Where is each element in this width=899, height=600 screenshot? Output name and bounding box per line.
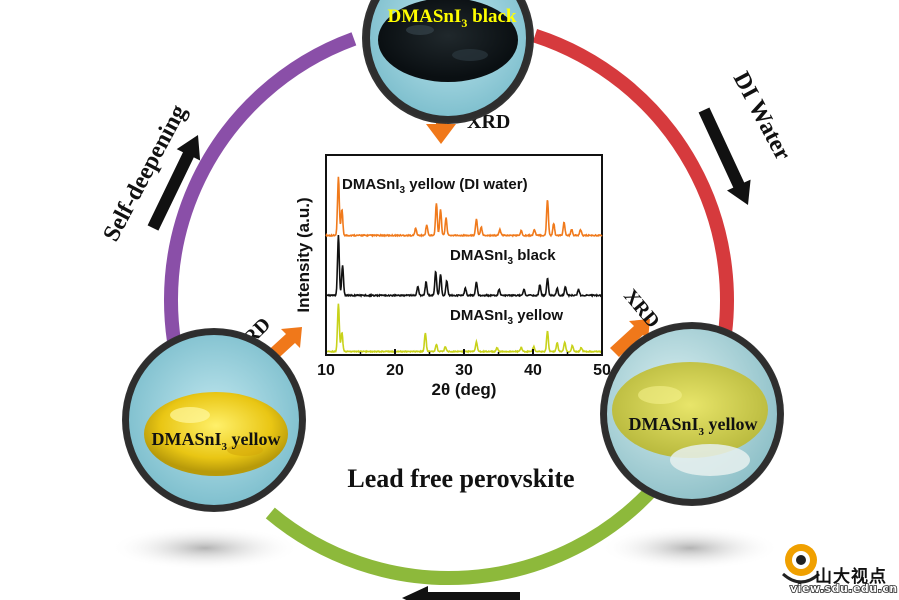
chart-frame bbox=[325, 154, 603, 356]
sample-label-right: DMASnI3 yellow bbox=[628, 414, 757, 438]
x-tick-label: 50 bbox=[593, 362, 611, 379]
sample-circle-top-black: DMASnI3 black bbox=[362, 0, 534, 124]
logo-url: view.sdu.edu.cn bbox=[789, 581, 898, 596]
yellow-wet-powder-image bbox=[612, 362, 768, 458]
step-arrow-bottom bbox=[402, 586, 520, 600]
x-tick-label: 30 bbox=[455, 362, 473, 379]
chart-y-axis-label: Intensity (a.u.) bbox=[294, 197, 313, 312]
ring-arc-green bbox=[265, 481, 661, 586]
step-arrow-left bbox=[147, 135, 201, 231]
logo-mark bbox=[782, 544, 820, 584]
logo-name: 山大视点 bbox=[815, 567, 887, 587]
xrd-series-0 bbox=[325, 176, 603, 238]
caption-lead-free-perovskite: Lead free perovskite bbox=[347, 464, 574, 493]
sample-circle-left-yellow: DMASnI3 yellow bbox=[122, 328, 306, 512]
series-label-yellow: DMASnI3 yellow bbox=[450, 307, 563, 327]
shadow-left bbox=[110, 526, 300, 570]
x-tick-label: 20 bbox=[386, 362, 404, 379]
step-label-di-water: DI Water bbox=[728, 68, 796, 165]
chart-x-axis-label: 2θ (deg) bbox=[432, 380, 497, 399]
xrd-series-1 bbox=[325, 235, 603, 299]
step-arrow-right bbox=[698, 107, 751, 205]
black-powder-image bbox=[378, 0, 518, 82]
sample-label-left: DMASnI3 yellow bbox=[151, 429, 280, 453]
xrd-arrow-right bbox=[610, 319, 650, 357]
ring-arc-red bbox=[532, 28, 734, 369]
shadow-right bbox=[600, 526, 780, 570]
sample-label-top: DMASnI3 black bbox=[387, 6, 516, 30]
sample-circle-right-yellow: DMASnI3 yellow bbox=[600, 322, 784, 506]
xrd-chart: 10 20 30 40 50 Intensity (a.u.) 2θ (deg) DMA… bbox=[294, 154, 611, 399]
xrd-label-right: XRD bbox=[619, 285, 664, 332]
x-tick-label: 40 bbox=[524, 362, 542, 379]
series-label-yellow-di-water: DMASnI3 yellow (DI water) bbox=[342, 176, 528, 196]
x-tick-label: 10 bbox=[317, 362, 335, 379]
series-label-black: DMASnI3 black bbox=[450, 247, 556, 267]
